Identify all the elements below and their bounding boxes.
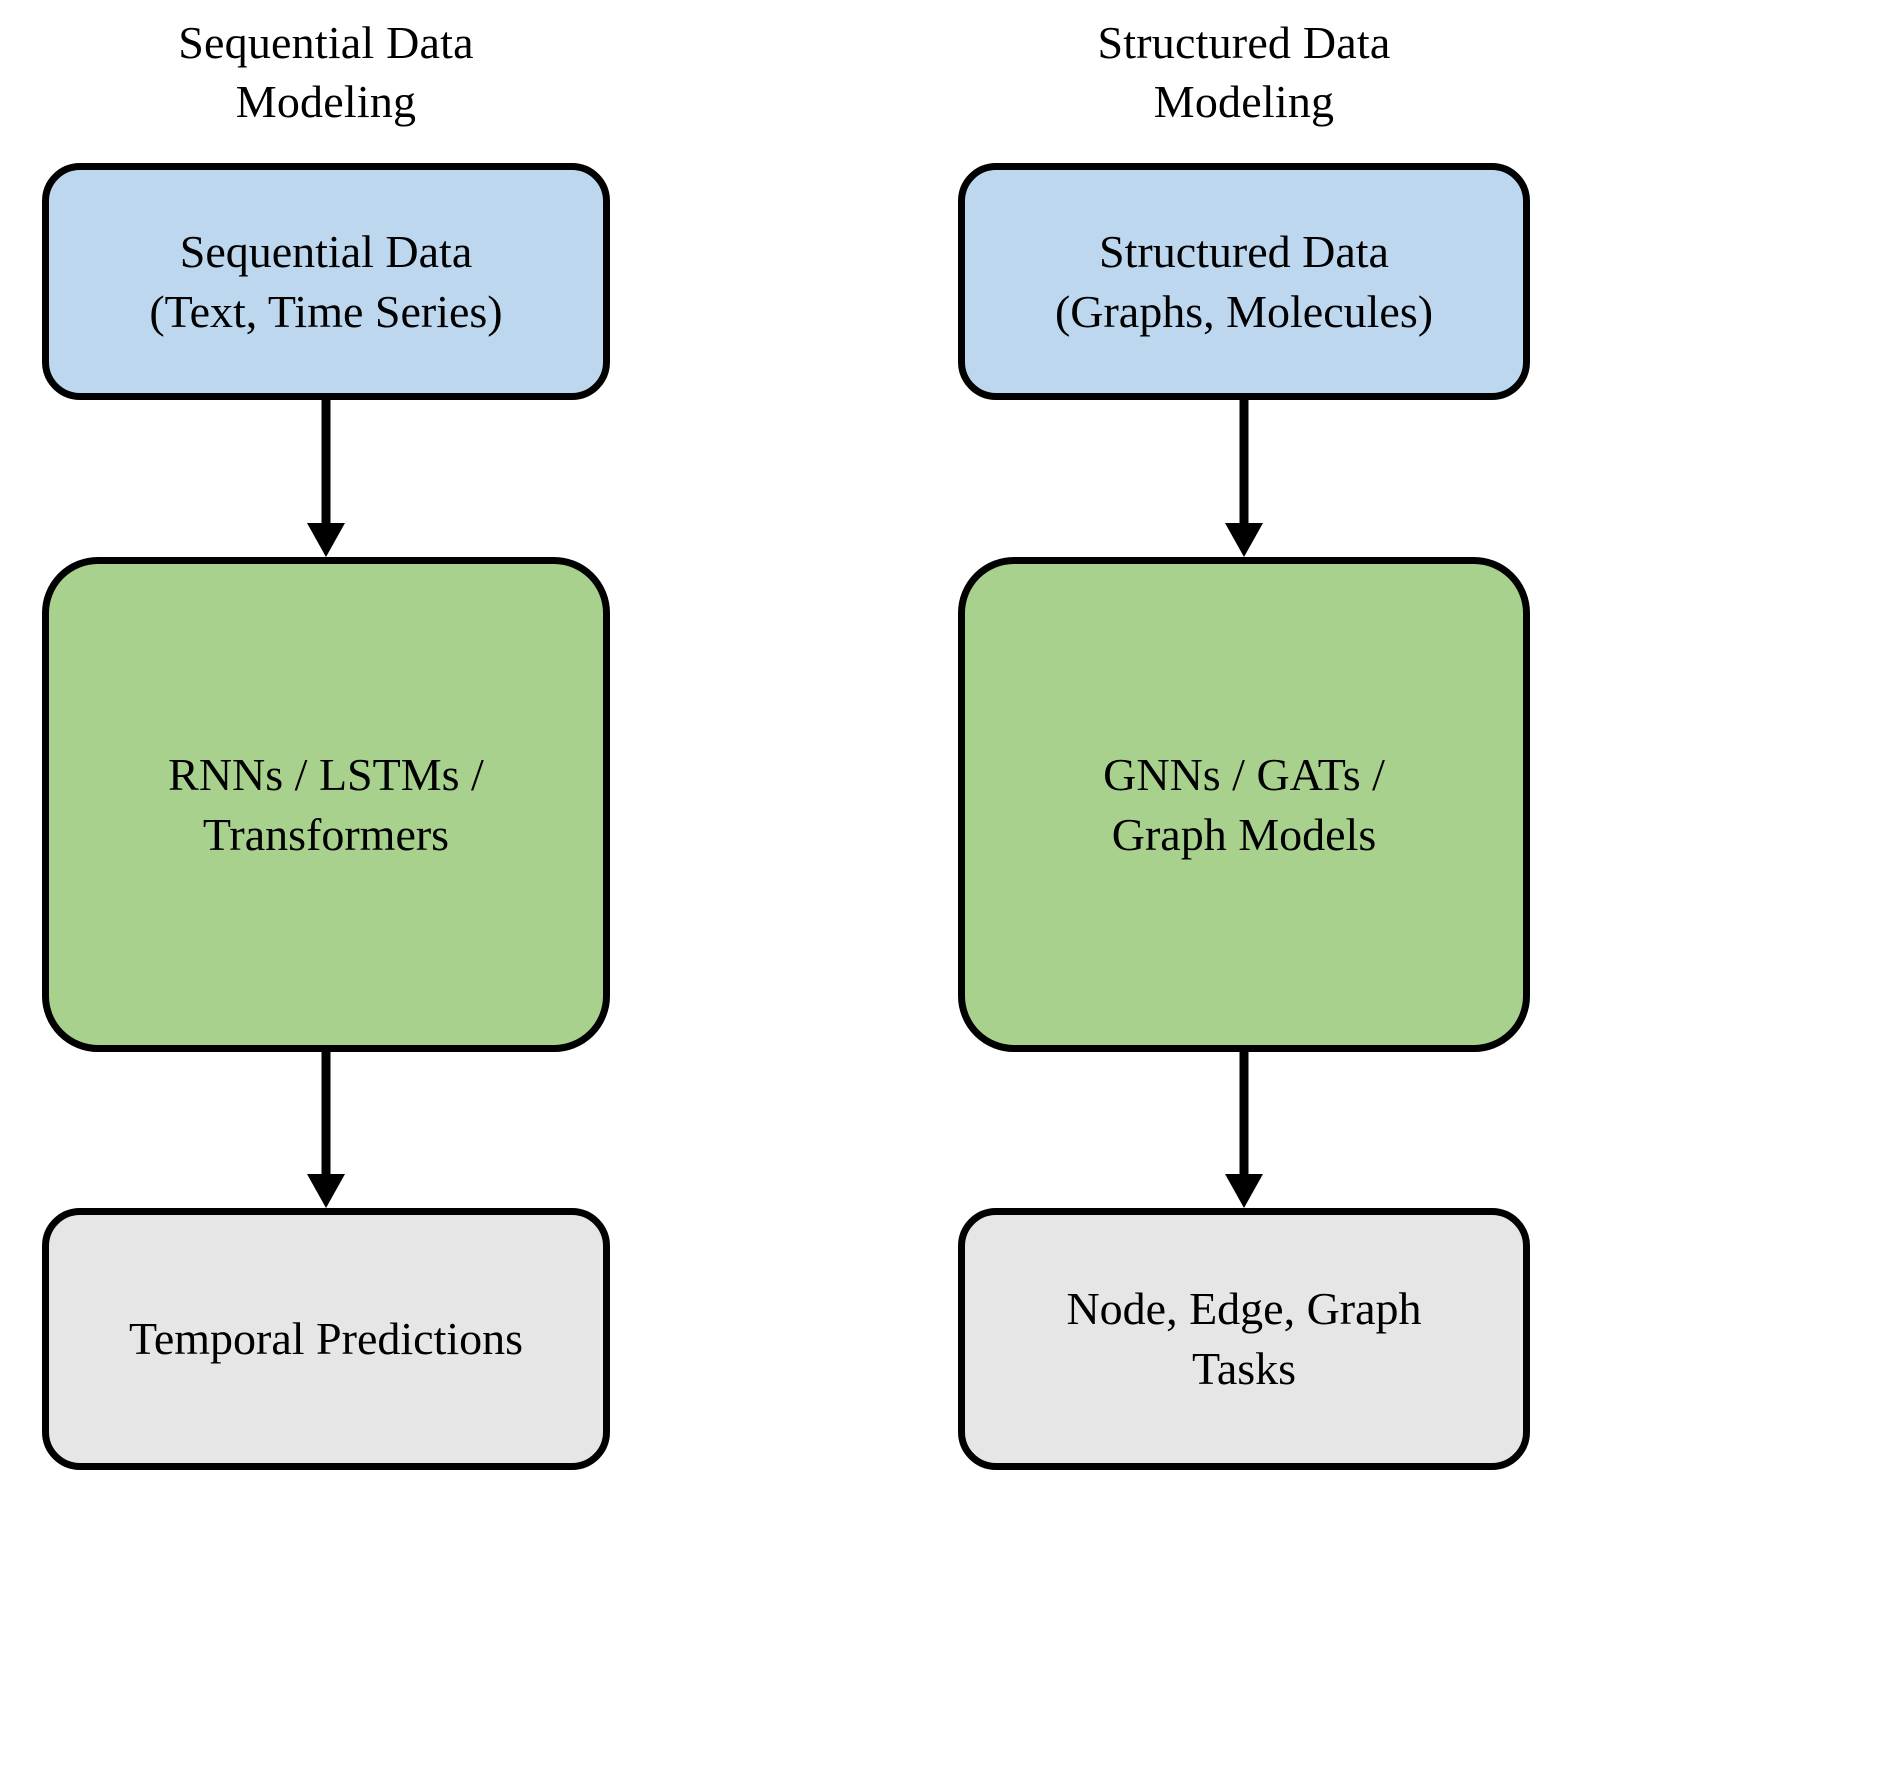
arrow-structured-input-to-model <box>1224 400 1264 557</box>
arrow-shaft <box>321 1052 331 1179</box>
node-label-sequential-input: Sequential Data (Text, Time Series) <box>149 225 503 337</box>
arrow-shaft <box>321 400 331 528</box>
node-label-structured-model: GNNs / GATs / Graph Models <box>1103 748 1385 860</box>
arrow-shaft <box>1239 400 1249 528</box>
arrow-head-icon <box>307 523 345 557</box>
node-label-sequential-model: RNNs / LSTMs / Transformers <box>168 748 484 860</box>
column-sequential-data-modeling: Sequential Data Modeling Sequential Data… <box>42 0 610 1784</box>
node-structured-output[interactable]: Node, Edge, Graph Tasks <box>958 1208 1530 1470</box>
node-structured-model[interactable]: GNNs / GATs / Graph Models <box>958 557 1530 1052</box>
arrow-head-icon <box>1225 523 1263 557</box>
column-title-sequential: Sequential Data Modeling <box>178 17 474 127</box>
arrow-sequential-model-to-output <box>306 1052 346 1208</box>
arrow-sequential-input-to-model <box>306 400 346 557</box>
node-sequential-model[interactable]: RNNs / LSTMs / Transformers <box>42 557 610 1052</box>
node-structured-input[interactable]: Structured Data (Graphs, Molecules) <box>958 163 1530 400</box>
arrow-structured-model-to-output <box>1224 1052 1264 1208</box>
node-label-structured-input: Structured Data (Graphs, Molecules) <box>1054 225 1434 337</box>
column-structured-data-modeling: Structured Data Modeling Structured Data… <box>958 0 1530 1784</box>
node-label-sequential-output: Temporal Predictions <box>128 1313 524 1365</box>
arrow-shaft <box>1239 1052 1249 1179</box>
arrow-head-icon <box>1225 1174 1263 1208</box>
node-sequential-output[interactable]: Temporal Predictions <box>42 1208 610 1470</box>
column-title-structured: Structured Data Modeling <box>1097 17 1391 127</box>
node-sequential-input[interactable]: Sequential Data (Text, Time Series) <box>42 163 610 400</box>
arrow-head-icon <box>307 1174 345 1208</box>
node-label-structured-output: Node, Edge, Graph Tasks <box>1066 1283 1422 1394</box>
